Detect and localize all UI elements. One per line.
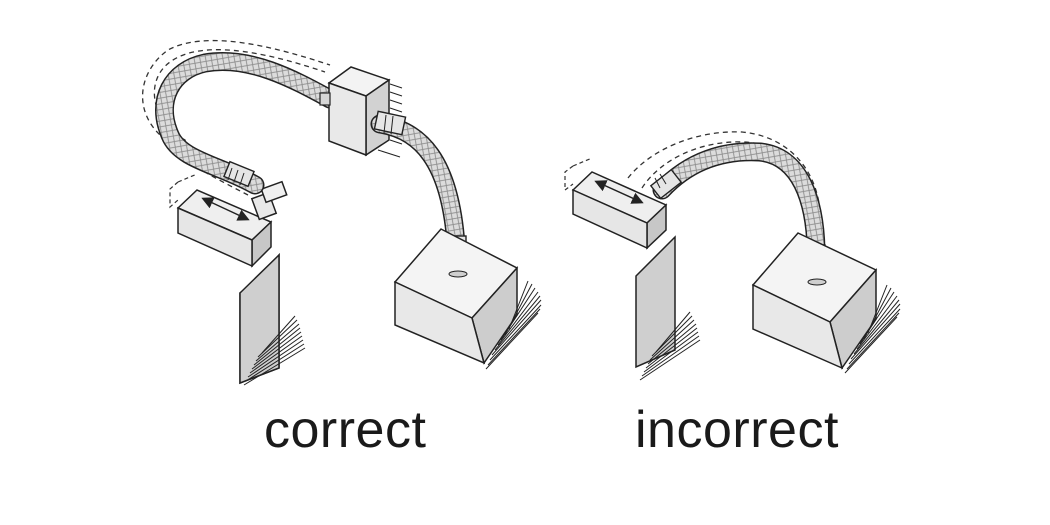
- caption-correct: correct: [264, 401, 427, 459]
- arm-fitting-incorrect: [649, 168, 683, 200]
- wall-correct: [239, 252, 306, 386]
- box-outlet-fitting-correct: [373, 110, 407, 136]
- sliding-arm-correct: [169, 173, 273, 268]
- elbow-fitting-correct: [250, 180, 288, 221]
- base-block-correct: [393, 228, 542, 370]
- base-block-incorrect: [751, 232, 901, 374]
- hose-crimp-fitting-correct: [223, 160, 255, 188]
- direction-arrow-icon: [201, 197, 250, 221]
- sliding-arm-incorrect: [564, 157, 668, 250]
- incorrect-panel: [564, 131, 901, 381]
- direction-arrow-icon: [594, 180, 644, 204]
- correct-panel: [141, 39, 542, 386]
- caption-incorrect: incorrect: [635, 401, 839, 459]
- motion-outline-incorrect: [641, 141, 811, 216]
- wall-incorrect: [635, 235, 701, 381]
- junction-box-correct: [319, 66, 403, 158]
